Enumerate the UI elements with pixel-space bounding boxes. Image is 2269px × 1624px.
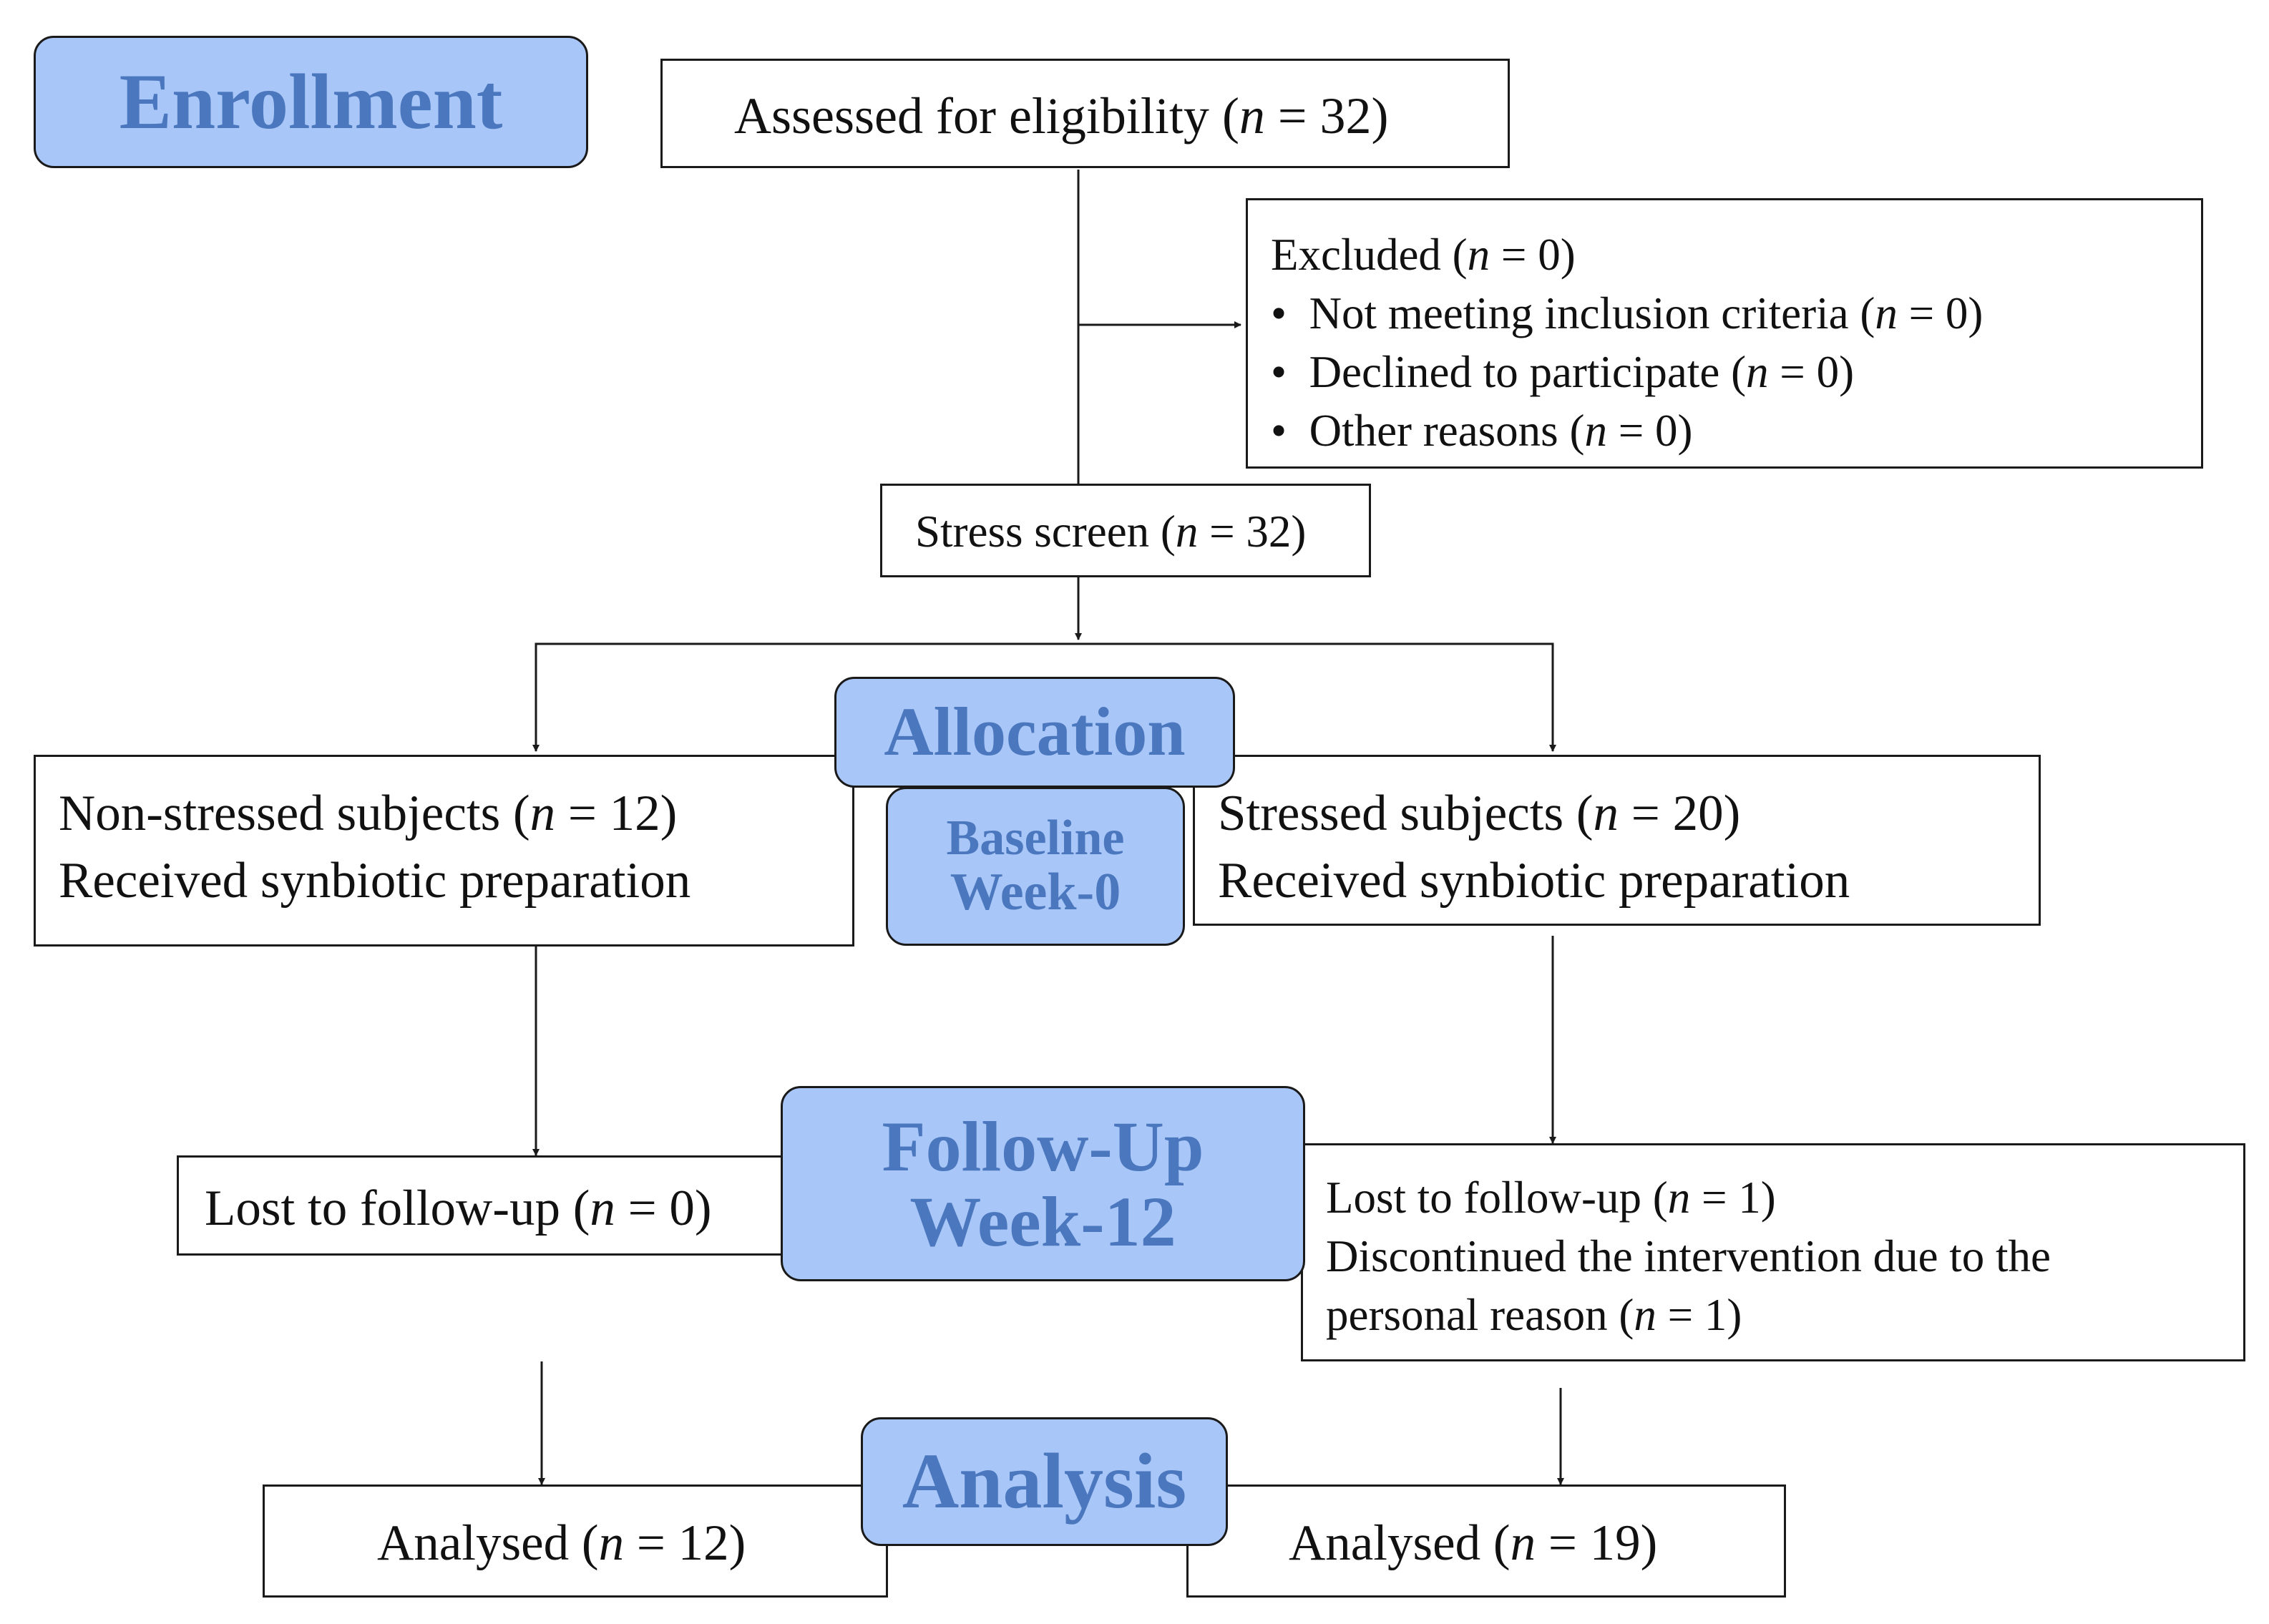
discontinued-text: Discontinued the intervention due to the xyxy=(1326,1231,2051,1281)
non-stressed-box: Non-stressed subjects (n = 12) Received … xyxy=(34,755,854,946)
stress-screen-box: Stress screen (n = 32) xyxy=(880,484,1371,577)
stressed-treatment: Received synbiotic preparation xyxy=(1218,853,1850,909)
bullet-icon: • xyxy=(1271,347,1287,397)
bullet-icon: • xyxy=(1271,406,1287,456)
lost-left-label: Lost to follow-up xyxy=(205,1180,560,1236)
non-stressed-treatment: Received synbiotic preparation xyxy=(59,853,691,909)
stressed-label: Stressed subjects xyxy=(1218,786,1564,841)
lost-right-label: Lost to follow-up xyxy=(1326,1173,1641,1223)
phase-enrollment-label: Enrollment xyxy=(119,57,503,145)
excluded-title: Excluded (n = 0) xyxy=(1271,230,1576,280)
stressed-count: 20 xyxy=(1672,786,1724,841)
phase-enrollment: Enrollment xyxy=(34,36,588,168)
analysed-left-count: 12 xyxy=(678,1515,729,1571)
non-stressed-label: Non-stressed subjects xyxy=(59,786,501,841)
phase-followup: Follow-Up Week-12 xyxy=(781,1086,1305,1281)
assessed-label: Assessed for eligibility xyxy=(734,87,1209,145)
phase-baseline-week: Week-0 xyxy=(950,862,1121,921)
phase-analysis: Analysis xyxy=(861,1417,1228,1546)
analysed-right-label: Analysed xyxy=(1289,1515,1481,1571)
split-line xyxy=(535,642,1554,751)
phase-followup-week: Week-12 xyxy=(909,1181,1176,1261)
excluded-bullet-item: • Not meeting inclusion criteria (n = 0) xyxy=(1271,288,1983,338)
analysed-right-count: 19 xyxy=(1589,1515,1641,1571)
bullet-icon: • xyxy=(1271,288,1287,338)
excluded-box: Excluded (n = 0) • Not meeting inclusion… xyxy=(1246,198,2203,469)
stress-screen-count: 32 xyxy=(1246,507,1292,557)
analysed-right-box: Analysed (n = 19) xyxy=(1186,1484,1786,1598)
lost-followup-left-box: Lost to follow-up (n = 0) xyxy=(177,1155,794,1256)
phase-baseline: Baseline Week-0 xyxy=(886,787,1185,946)
phase-followup-label: Follow-Up xyxy=(882,1106,1204,1186)
personal-reason-count: 1 xyxy=(1704,1290,1727,1340)
excluded-bullet-item: • Declined to participate (n = 0) xyxy=(1271,347,1855,397)
lost-right-count: 1 xyxy=(1738,1173,1761,1223)
excluded-bullet-item: • Other reasons (n = 0) xyxy=(1271,406,1693,456)
stress-screen-label: Stress screen xyxy=(915,507,1150,557)
stressed-box: Stressed subjects (n = 20) Received synb… xyxy=(1193,755,2041,926)
analysed-left-box: Analysed (n = 12) xyxy=(263,1484,888,1598)
phase-allocation-label: Allocation xyxy=(884,693,1186,771)
non-stressed-count: 12 xyxy=(609,786,660,841)
lost-left-count: 0 xyxy=(669,1180,695,1236)
personal-reason-label: personal reason xyxy=(1326,1290,1608,1340)
assessed-count: 32 xyxy=(1319,87,1372,145)
assessed-box: Assessed for eligibility (n = 32) xyxy=(660,59,1510,168)
phase-analysis-label: Analysis xyxy=(902,1437,1187,1525)
excluded-count: 0 xyxy=(1538,230,1561,280)
lost-followup-right-box: Lost to follow-up (n = 1) Discontinued t… xyxy=(1301,1143,2245,1361)
phase-baseline-label: Baseline xyxy=(946,811,1125,866)
phase-allocation: Allocation xyxy=(834,677,1235,788)
analysed-left-label: Analysed xyxy=(377,1515,570,1571)
